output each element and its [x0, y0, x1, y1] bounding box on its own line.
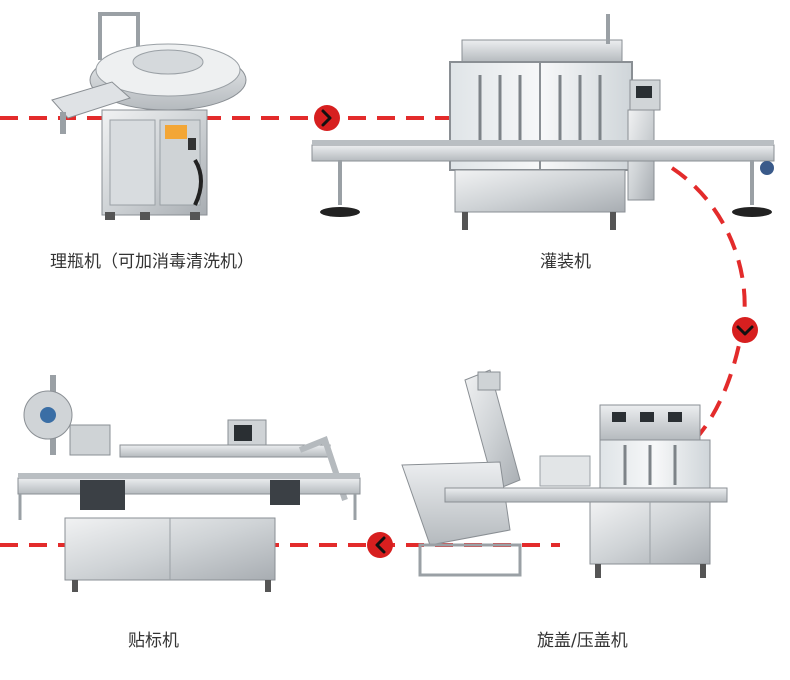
flow-line-curve [670, 166, 747, 447]
unscrambler-machine-image [51, 12, 247, 220]
label-filler: 灌装机 [540, 252, 591, 272]
label-unscrambler: 理瓶机（可加消毒清洗机） [50, 252, 254, 272]
chevron-down-icon [736, 325, 754, 336]
labeler-machine-image [17, 375, 361, 592]
label-capper: 旋盖/压盖机 [537, 631, 628, 651]
arrow-right-badge [314, 105, 340, 131]
label-labeler: 贴标机 [128, 631, 179, 651]
arrow-left-badge [367, 532, 393, 558]
chevron-right-icon [321, 109, 332, 127]
chevron-left-icon [375, 536, 386, 554]
filler-machine-image [311, 14, 775, 230]
arrow-down-badge [732, 317, 758, 343]
capper-machine-image [401, 369, 728, 578]
